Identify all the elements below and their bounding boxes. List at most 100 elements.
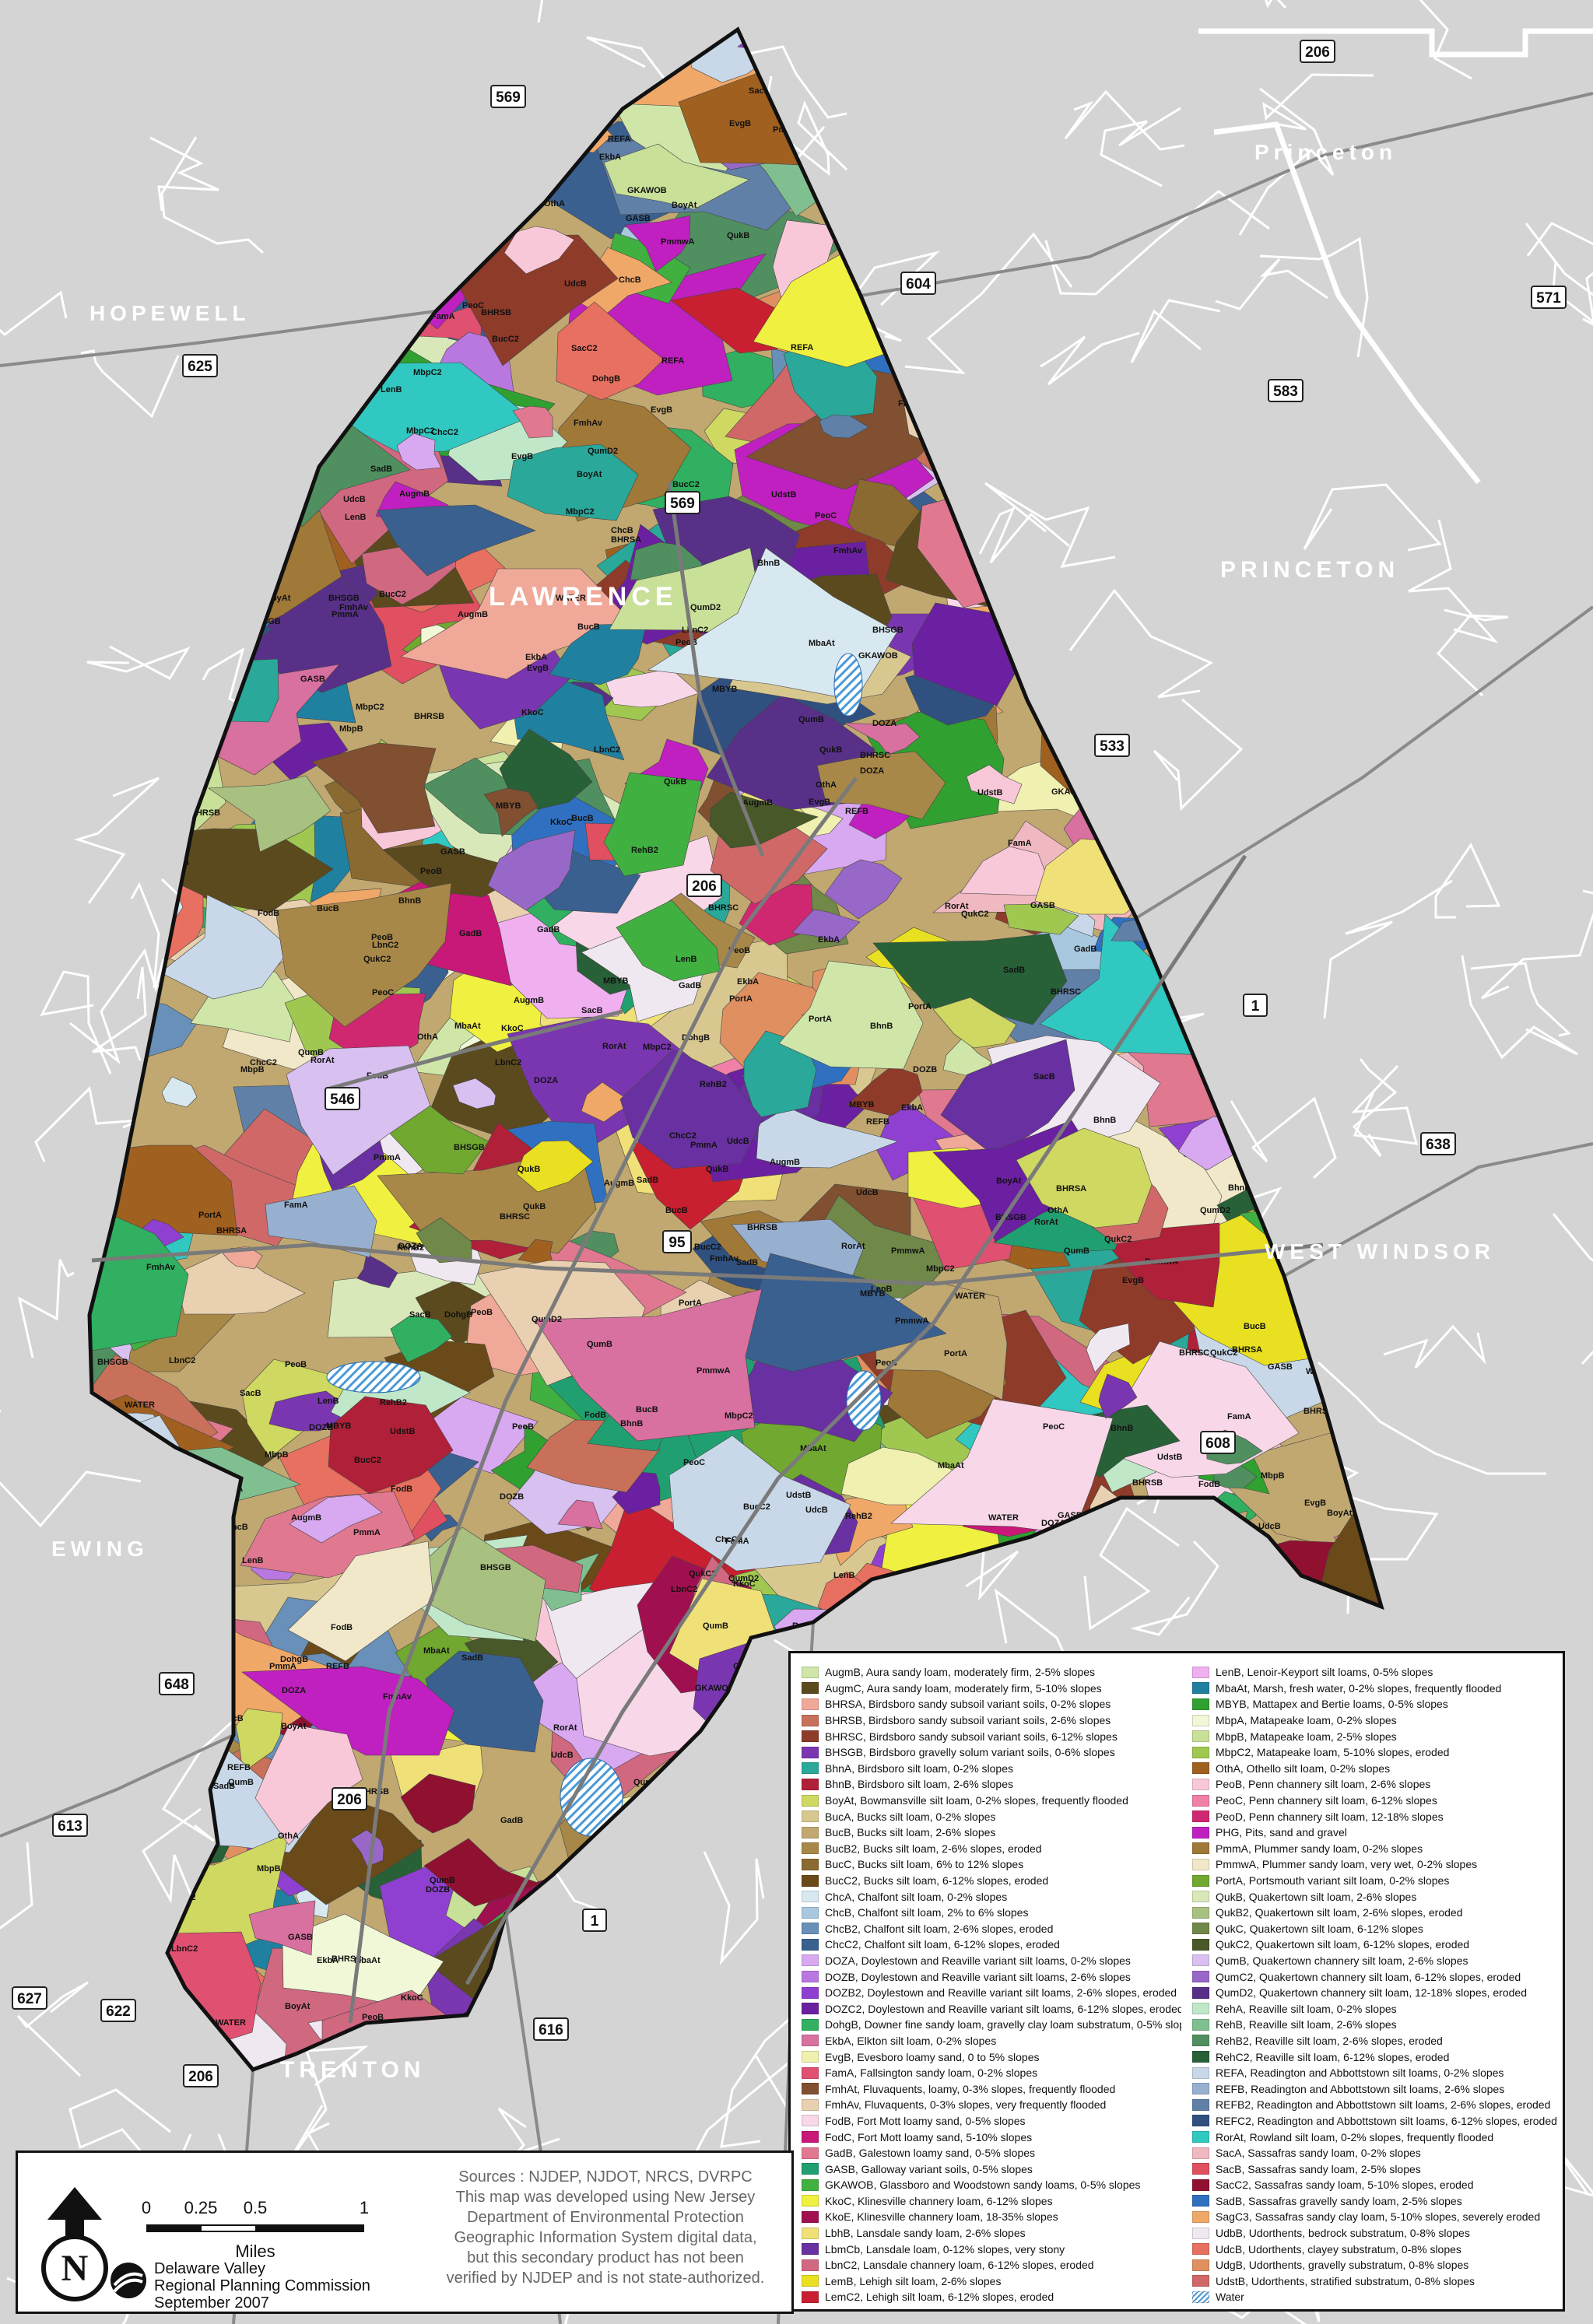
soil-code-label: MBYB: [860, 1289, 885, 1299]
soil-unit: [248, 1900, 316, 1956]
legend-label: GASB, Galloway variant soils, 0-5% slope…: [825, 2162, 1033, 2175]
legend-swatch: [1192, 1986, 1209, 1999]
soil-code-label: PmmwA: [661, 237, 694, 247]
svg-text:616: 616: [539, 2022, 563, 2038]
legend-label: KkoE, Klinesville channery loam, 18-35% …: [825, 2210, 1058, 2224]
svg-text:613: 613: [58, 1818, 82, 1835]
legend-label: RehA, Reaville silt loam, 0-2% slopes: [1216, 2002, 1397, 2015]
svg-text:95: 95: [668, 1235, 686, 1251]
soil-code-label: QukB: [518, 1165, 540, 1174]
legend-swatch: [802, 2083, 819, 2095]
soil-code-label: BHRSC: [1179, 1348, 1209, 1358]
legend-swatch: [1192, 1666, 1209, 1678]
soil-code-label: MbpC2: [725, 1411, 753, 1421]
scale-bar: 0 0.25 0.5 1 Miles: [139, 2198, 372, 2261]
soil-code-label: SacB: [240, 1389, 261, 1398]
soil-code-label: DOZB: [913, 1065, 937, 1074]
sources-note: Sources : NJDEP, NJDOT, NRCS, DVRPC This…: [423, 2167, 788, 2288]
soil-code-label: GadB: [537, 925, 560, 934]
legend-item-udstb: UdstB, Udorthents, stratified substratum…: [1192, 2273, 1557, 2290]
legend-label: QukC2, Quakertown silt loam, 6-12% slope…: [1216, 1938, 1470, 1951]
dvrpc-logo-icon: [111, 2263, 146, 2298]
route-shield-622: 622: [100, 1999, 136, 2022]
legend-label: BHRSC, Birdsboro sandy subsoil variant s…: [825, 1730, 1118, 1743]
soil-code-label: LbnC2: [169, 1356, 195, 1365]
legend-label: PortA, Portsmouth variant silt loam, 0-2…: [1216, 1874, 1450, 1888]
soil-code-label: RehB2: [845, 1512, 872, 1521]
legend-item-otha: OthA, Othello silt loam, 0-2% slopes: [1192, 1761, 1557, 1777]
legend-label: FamA, Fallsington sandy loam, 0-2% slope…: [825, 2066, 1038, 2080]
soil-code-label: LenB: [345, 513, 367, 522]
legend-swatch: [802, 1906, 819, 1919]
legend-swatch: [1192, 2243, 1209, 2256]
legend-label: SacC2, Sassafras sandy loam, 5-10% slope…: [1216, 2179, 1474, 2192]
legend-label: BhnA, Birdsboro silt loam, 0-2% slopes: [825, 1761, 1013, 1775]
soil-code-label: EvgB: [511, 452, 533, 461]
soil-code-label: BoyAt: [1327, 1509, 1353, 1518]
legend-swatch: [802, 2003, 819, 2015]
soil-code-label: LbnC2: [495, 1058, 521, 1067]
soil-unit: [311, 742, 437, 834]
legend-swatch: [802, 1971, 819, 1983]
soil-code-label: FmhAv: [383, 1692, 412, 1702]
agency-date: September 2007: [154, 2294, 269, 2312]
soil-code-label: GKAWOB: [627, 186, 667, 195]
legend-item-chca: ChcA, Chalfont silt loam, 0-2% slopes: [802, 1888, 1181, 1905]
legend-swatch: [1192, 2275, 1209, 2287]
legend-swatch: [802, 1666, 819, 1678]
soil-code-label: WATER: [125, 1400, 155, 1410]
legend-item-fmhav: FmhAv, Fluvaquents, 0-3% slopes, very fr…: [802, 2097, 1181, 2113]
legend-item-qukb: QukB, Quakertown silt loam, 2-6% slopes: [1192, 1888, 1557, 1905]
soil-code-label: BucC2: [672, 480, 700, 489]
legend-item-lbhb: LbhB, Lansdale sandy loam, 2-6% slopes: [802, 2225, 1181, 2242]
legend-label: GKAWOB, Glassboro and Woodstown sandy lo…: [825, 2179, 1141, 2192]
soil-code-label: EvgB: [809, 797, 830, 807]
legend-item-gasb: GASB, Galloway variant soils, 0-5% slope…: [802, 2161, 1181, 2177]
legend-item-lbnc2: LbnC2, Lansdale channery loam, 6-12% slo…: [802, 2257, 1181, 2273]
soil-code-label: GKAWOB: [695, 1684, 735, 1693]
soil-code-label: BHSGB: [872, 626, 904, 635]
legend-swatch: [1192, 2259, 1209, 2271]
legend-label: REFA, Readington and Abbottstown silt lo…: [1216, 2066, 1504, 2080]
soil-code-label: ChcC2: [431, 428, 458, 437]
soil-unit: [483, 787, 539, 837]
soil-code-label: MbpC2: [406, 426, 435, 436]
legend-swatch: [802, 1778, 819, 1790]
soil-code-label: DOZA: [398, 1242, 423, 1251]
soil-unit: [235, 1708, 283, 1773]
legend-label: RorAt, Rowland silt loam, 0-2% slopes, f…: [1216, 2130, 1494, 2143]
soil-code-label: QukB: [706, 1165, 728, 1174]
soil-code-label: MbpB: [265, 1450, 289, 1460]
scale-tick: 1: [359, 2198, 370, 2217]
svg-text:604: 604: [906, 276, 931, 293]
north-arrow-icon: N: [41, 2187, 108, 2301]
soil-code-label: LenB: [381, 385, 402, 394]
soil-code-label: BucB: [636, 1405, 658, 1414]
legend-label: BucB, Bucks silt loam, 2-6% slopes: [825, 1826, 996, 1839]
legend-label: LbmCb, Lansdale loam, 0-12% slopes, very…: [825, 2242, 1065, 2256]
scale-tick: 0: [141, 2198, 152, 2217]
soil-code-label: BucB: [665, 1206, 688, 1215]
legend-item-sadb: SadB, Sassafras gravelly sandy loam, 2-5…: [1192, 2193, 1557, 2210]
soil-code-label: RorAt: [1034, 1218, 1058, 1227]
soil-unit: [487, 829, 576, 911]
soil-code-label: AugmB: [458, 610, 488, 619]
soil-code-label: RehB2: [700, 1080, 727, 1089]
soil-code-label: BHRSA: [216, 1226, 247, 1236]
soil-code-label: ChcC2: [250, 1058, 277, 1067]
legend-item-bhrsb: BHRSB, Birdsboro sandy subsoil variant s…: [802, 1712, 1181, 1729]
princeton-boundary: [1198, 28, 1593, 485]
legend-swatch: [1192, 1923, 1209, 1935]
legend-item-bucc2: BucC2, Bucks silt loam, 6-12% slopes, er…: [802, 1873, 1181, 1889]
legend-swatch: [1192, 2163, 1209, 2175]
legend-column-right: LenB, Lenoir-Keyport silt loams, 0-5% sl…: [1192, 1664, 1557, 2305]
legend-swatch: [1192, 1906, 1209, 1919]
legend-label: UdcB, Udorthents, clayey substratum, 0-8…: [1216, 2242, 1461, 2256]
legend-label: QukB2, Quakertown silt loam, 2-6% slopes…: [1216, 1906, 1463, 1919]
soil-code-label: MbpB: [1261, 1471, 1285, 1481]
soil-code-label: RehB2: [631, 846, 658, 855]
legend-item-peoc: PeoC, Penn channery silt loam, 6-12% slo…: [1192, 1793, 1557, 1809]
soil-unit: [208, 775, 332, 853]
soil-code-label: EvgB: [1122, 1276, 1144, 1285]
legend-label: BucC, Bucks silt loam, 6% to 12% slopes: [825, 1858, 1024, 1871]
